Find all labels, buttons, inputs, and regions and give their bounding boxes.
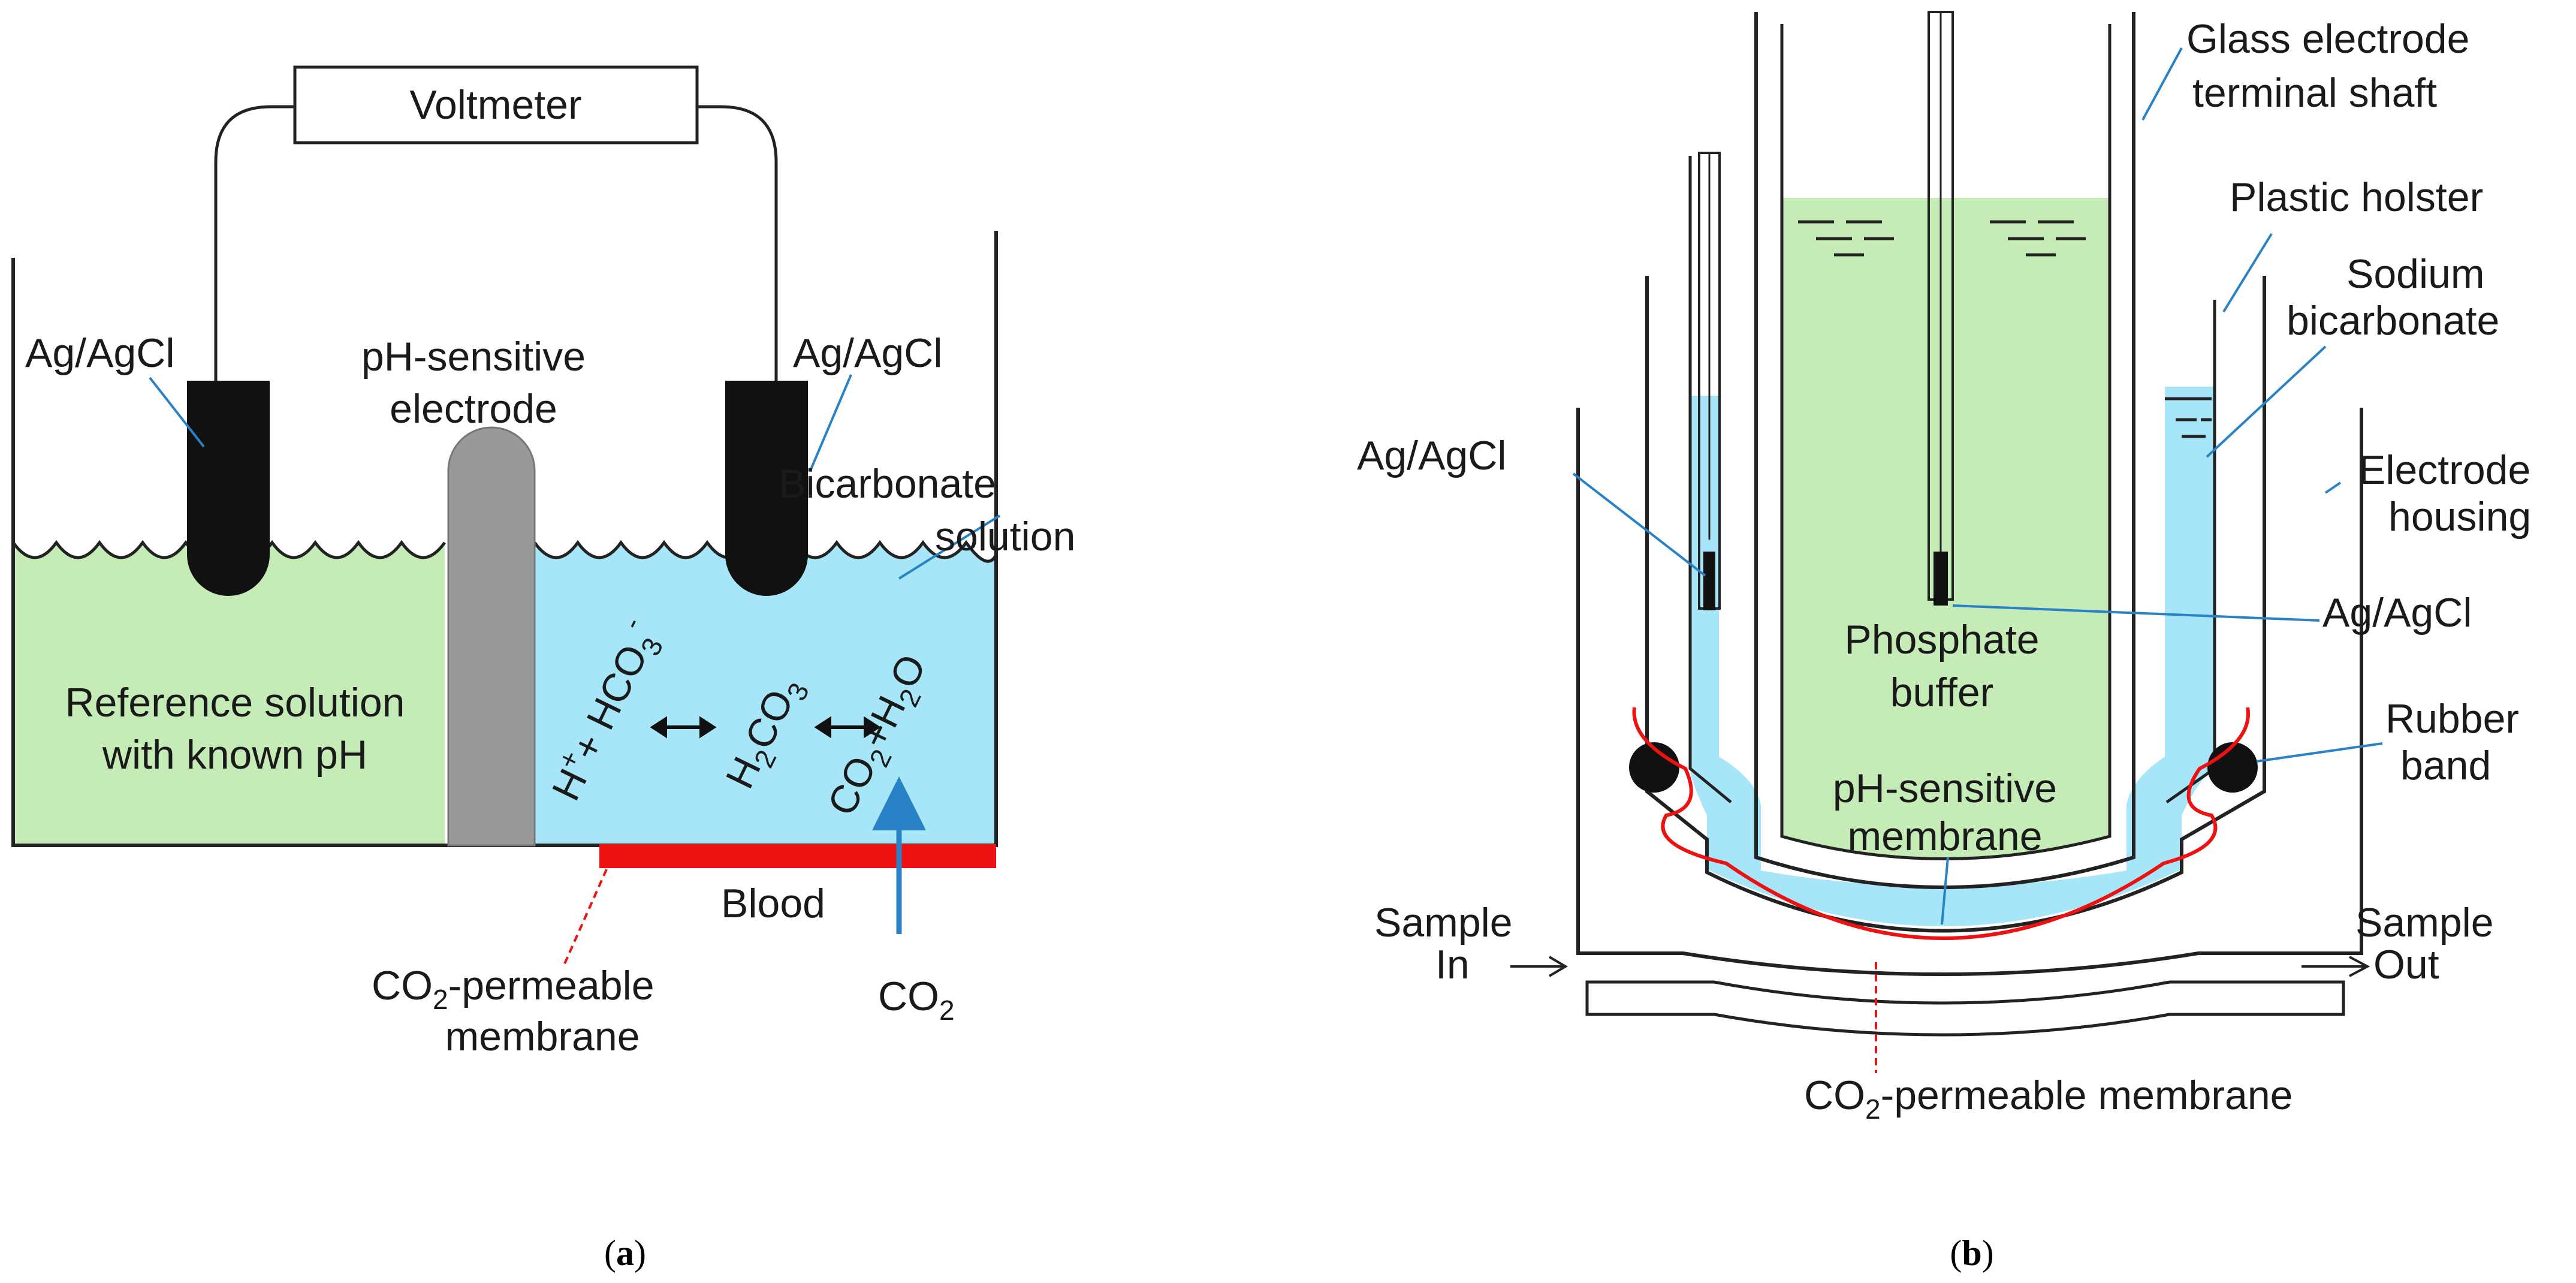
rubber-label-2: band — [2400, 743, 2491, 788]
bicarbonate-label-2: solution — [935, 514, 1075, 559]
plastic-holster — [1645, 276, 2266, 933]
pointer-ag-left-b — [1572, 472, 1706, 577]
glass-inner-wall — [1780, 24, 2112, 860]
pointer-glass-shaft — [2141, 47, 2183, 121]
glass-electrode-shaft — [1754, 12, 2135, 889]
sample-channel-plate — [1585, 980, 2345, 1037]
holster-inner-left — [1688, 156, 1732, 803]
rubber-band-left — [1629, 742, 1679, 793]
ag-label-right-b: Ag/AgCl — [2322, 590, 2472, 636]
membrane-label-a-2: membrane — [445, 1014, 640, 1059]
electrode-housing — [1576, 408, 2363, 976]
caption-a: (a) — [604, 1233, 646, 1273]
panel-b: Glass electrode terminal shaft Plastic h… — [1357, 11, 2531, 1273]
bicarbonate-label-1: Bicarbonate — [779, 461, 996, 507]
membrane-pointer-a — [562, 869, 608, 967]
ag-electrode-right — [725, 381, 808, 596]
sample-in-label-1: Sample — [1374, 900, 1513, 945]
pointer-holster — [2222, 233, 2273, 313]
glass-label-2: terminal shaft — [2192, 70, 2437, 116]
sample-in-label-2: In — [1435, 942, 1470, 987]
sample-out-arrow — [2301, 956, 2370, 977]
pointer-housing — [2324, 481, 2342, 494]
pointer-sodium — [2206, 345, 2327, 458]
sodium-label-2: bicarbonate — [2287, 298, 2499, 344]
pointer-bicarbonate — [898, 514, 1001, 580]
ag-electrode-left — [187, 381, 270, 596]
bicarbonate-solution-fill — [535, 543, 996, 845]
ag-label-left-b: Ag/AgCl — [1357, 433, 1506, 478]
reference-label-1: Reference solution — [65, 680, 405, 725]
ag-label-left: Ag/AgCl — [25, 330, 174, 376]
center-agagcl — [1933, 552, 1948, 606]
ph-electrode — [447, 426, 536, 847]
equilibrium-arrow-2 — [814, 716, 881, 739]
left-agagcl — [1703, 552, 1715, 610]
buffer-surface-dashes — [1798, 220, 2086, 257]
sample-out-label-2: Out — [2373, 942, 2439, 987]
phosphate-buffer-fill — [1782, 198, 2110, 859]
sample-in-arrow — [1510, 956, 1568, 977]
equilibrium-arrow-1 — [650, 716, 717, 739]
housing-label-2: housing — [2388, 494, 2531, 540]
rubber-band-right — [2207, 742, 2258, 793]
housing-label-1: Electrode — [2358, 447, 2530, 493]
voltmeter-box — [293, 65, 699, 144]
ag-label-right: Ag/AgCl — [793, 330, 942, 376]
panel-a: Voltmeter Ag/AgCl Ag/AgCl pH-sensitive e… — [11, 65, 1075, 1273]
sample-out-label-1: Sample — [2355, 900, 2494, 945]
rubber-label-1: Rubber — [2385, 696, 2519, 742]
pointer-ag-right-b — [1952, 604, 2320, 622]
pointer-ph-membrane — [1941, 857, 1949, 925]
reference-solution-fill — [13, 543, 445, 845]
pointer-ag-left — [149, 377, 205, 448]
blood-label: Blood — [721, 881, 825, 926]
pointer-rubber — [2256, 742, 2383, 763]
membrane-label-a-1: CO2-permeable — [372, 963, 654, 1015]
co2-label: CO2 — [878, 974, 955, 1026]
phosphate-label-2: buffer — [1890, 670, 1994, 715]
caption-b: (b) — [1950, 1233, 1993, 1273]
wire-left — [214, 105, 295, 381]
pointer-ag-right — [809, 374, 852, 471]
reference-label-2: with known pH — [102, 732, 367, 778]
ph-membrane-label-1: pH-sensitive — [1833, 766, 2057, 811]
holster-label: Plastic holster — [2230, 174, 2483, 220]
ph-electrode-label-2: electrode — [390, 386, 557, 432]
ph-electrode-label-1: pH-sensitive — [361, 334, 586, 380]
voltmeter-label: Voltmeter — [409, 82, 581, 128]
sodium-surface-dashes — [2165, 397, 2212, 438]
sodium-label-1: Sodium — [2346, 251, 2485, 297]
glass-label-1: Glass electrode — [2186, 16, 2469, 62]
co2-membrane-b — [1632, 707, 2250, 940]
co2-membrane-label-b: CO2-permeable membrane — [1804, 1073, 2293, 1125]
co2-membrane-a — [599, 844, 996, 868]
wire-right — [697, 105, 778, 381]
ph-membrane-label-2: membrane — [1847, 814, 2042, 859]
phosphate-label-1: Phosphate — [1844, 617, 2039, 662]
